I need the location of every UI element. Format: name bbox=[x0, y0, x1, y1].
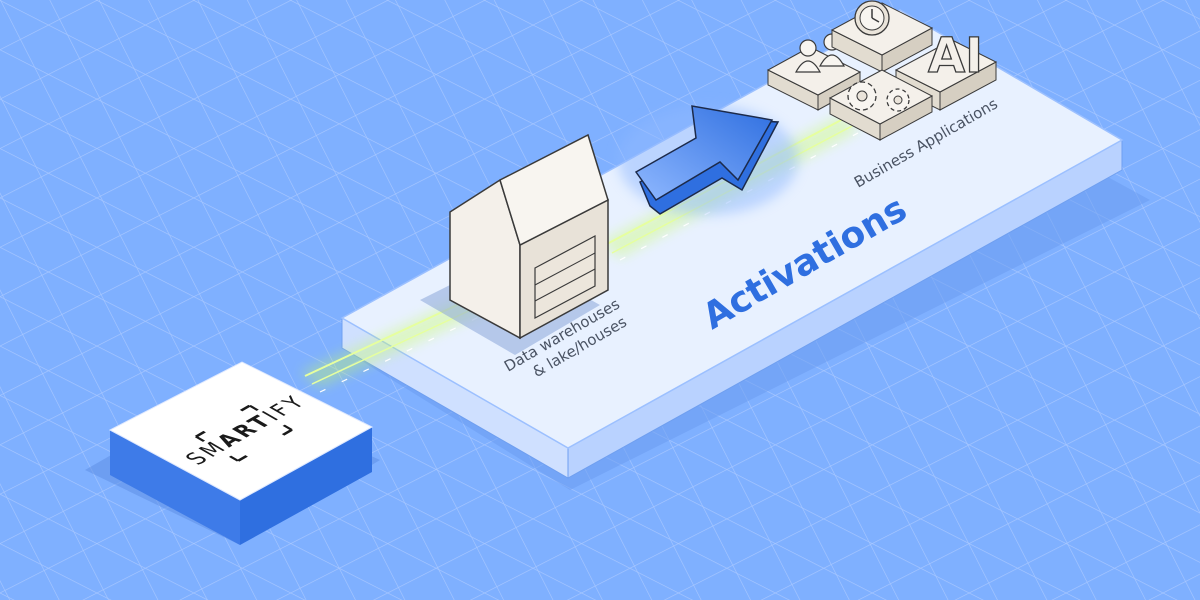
ai-tile: AI bbox=[894, 27, 998, 111]
activation-arrow-icon bbox=[618, 105, 798, 215]
ai-icon-text: AI bbox=[928, 28, 983, 84]
gears-icon bbox=[847, 81, 910, 112]
warehouse-icon bbox=[420, 133, 609, 355]
business-apps: AI bbox=[766, 0, 998, 141]
clock-icon bbox=[854, 0, 890, 36]
logo-corner-tr bbox=[239, 404, 259, 412]
ai-icon: AI bbox=[927, 27, 983, 84]
gears-tile bbox=[828, 69, 934, 141]
logo-corner-bl bbox=[228, 455, 248, 462]
clock-tile bbox=[830, 0, 934, 73]
logo-corner-tl bbox=[194, 430, 206, 442]
people-tile bbox=[766, 33, 862, 111]
logo-corner-br bbox=[281, 424, 293, 436]
smartify-block: SMARTIFY bbox=[85, 361, 380, 545]
